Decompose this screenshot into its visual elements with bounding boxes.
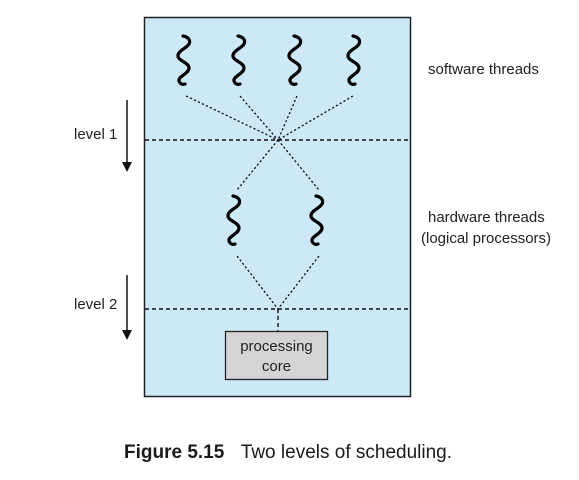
software-threads-label: software threads [428, 61, 539, 78]
down-arrow-icon [122, 100, 132, 172]
figure-title: Two levels of scheduling. [241, 442, 452, 463]
level2-label: level 2 [74, 296, 117, 313]
hardware-thread-connections [236, 139, 320, 191]
processing-core-label-line1: processing [240, 338, 313, 355]
hardware-threads-sublabel: (logical processors) [421, 230, 551, 247]
figure-number: Figure 5.15 [124, 442, 225, 463]
hardware-threads-label: hardware threads [428, 209, 545, 226]
level1-label: level 1 [74, 126, 117, 143]
figure-caption: Figure 5.15 Two levels of scheduling. [124, 442, 452, 463]
down-arrow-icon [122, 275, 132, 340]
software-thread-connections [185, 95, 354, 141]
processing-core-box [224, 330, 329, 381]
processing-core-label-line2: core [262, 358, 291, 375]
core-connections [236, 255, 320, 331]
